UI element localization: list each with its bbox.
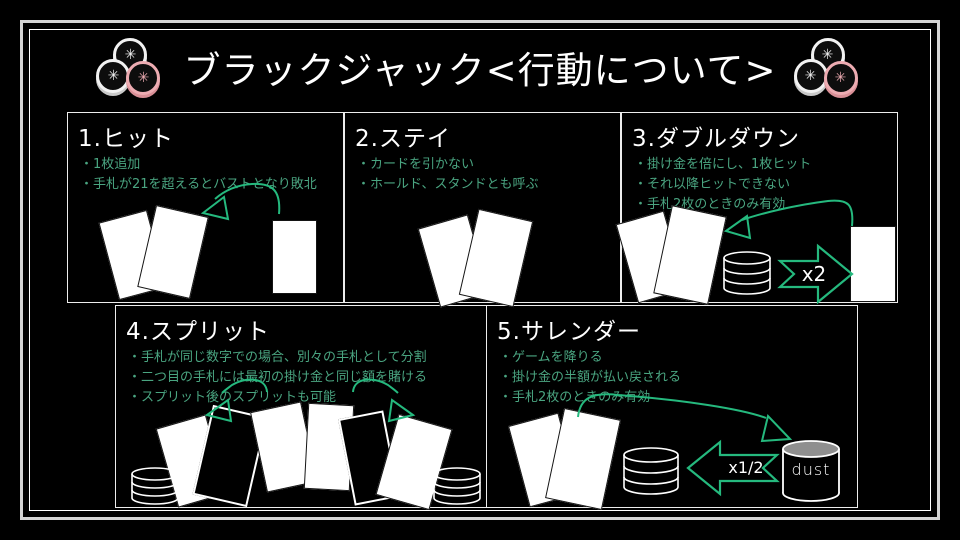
chip-asterisk-glyph: ✳	[124, 47, 137, 63]
bullet-item: ・手札が21を超えるとバストとなり敗北	[80, 177, 317, 193]
bullet-list: ・1枚追加 ・手札が21を超えるとバストとなり敗北	[78, 155, 333, 195]
box-title-hit: 1.ヒット	[78, 126, 174, 152]
bullet-list: ・手札が同じ数字での場合、別々の手札として分割 ・二つ目の手札には最初の掛け金と…	[126, 348, 476, 408]
chip-asterisk-glyph: ✳	[821, 47, 834, 63]
title-row: ✳ ✳ ✳ ブラックジャック<行動について> ✳ ✳ ✳	[0, 36, 960, 98]
page-title: ブラックジャック<行動について>	[183, 49, 777, 92]
poker-chip-pink-icon: ✳	[823, 61, 858, 95]
bullet-item: ・スプリット後のスプリットも可能	[128, 390, 337, 406]
poker-chips-icon-right: ✳ ✳ ✳	[793, 38, 865, 96]
box-title-stay: 2.ステイ	[355, 126, 451, 152]
poker-chip-white-icon: ✳	[793, 59, 828, 93]
playing-card	[272, 220, 317, 294]
dust-label: dust	[791, 460, 831, 479]
bullet-item: ・ホールド、スタンドとも呼ぶ	[357, 177, 539, 193]
box-title-split: 4.スプリット	[126, 319, 270, 345]
bullet-item: ・ゲームを降りる	[499, 350, 603, 365]
chip-asterisk-glyph: ✳	[834, 70, 847, 86]
bullet-item: ・それ以降ヒットできない	[634, 177, 791, 193]
poker-chips-icon-left: ✳ ✳ ✳	[95, 38, 167, 96]
bullet-list: ・カードを引かない ・ホールド、スタンドとも呼ぶ	[355, 155, 610, 195]
bullet-item: ・二つ目の手札には最初の掛け金と同じ額を賭ける	[128, 370, 428, 386]
bullet-item: ・1枚追加	[80, 157, 141, 172]
poker-chip-white-icon: ✳	[96, 59, 131, 93]
bullet-item: ・掛け金の半額が払い戻される	[499, 370, 682, 386]
bullet-item: ・掛け金を倍にし、1枚ヒット	[634, 157, 812, 172]
bullet-item: ・カードを引かない	[357, 157, 475, 172]
playing-card	[850, 226, 896, 302]
x2-label: x2	[801, 262, 827, 286]
bullet-list: ・ゲームを降りる ・掛け金の半額が払い戻される ・手札2枚のときのみ有効	[497, 348, 847, 408]
bullet-list: ・掛け金を倍にし、1枚ヒット ・それ以降ヒットできない ・手札2枚のときのみ有効	[632, 155, 887, 215]
chip-asterisk-glyph: ✳	[137, 70, 150, 86]
x1-2-label: x1/2	[728, 458, 764, 477]
poker-chip-pink-icon: ✳	[126, 61, 161, 95]
box-title-surrender: 5.サレンダー	[497, 319, 641, 345]
box-title-double-down: 3.ダブルダウン	[632, 126, 800, 152]
chip-asterisk-glyph: ✳	[107, 68, 120, 84]
bullet-item: ・手札2枚のときのみ有効	[499, 390, 651, 406]
bullet-item: ・手札が同じ数字での場合、別々の手札として分割	[128, 350, 427, 365]
chip-asterisk-glyph: ✳	[804, 68, 817, 84]
